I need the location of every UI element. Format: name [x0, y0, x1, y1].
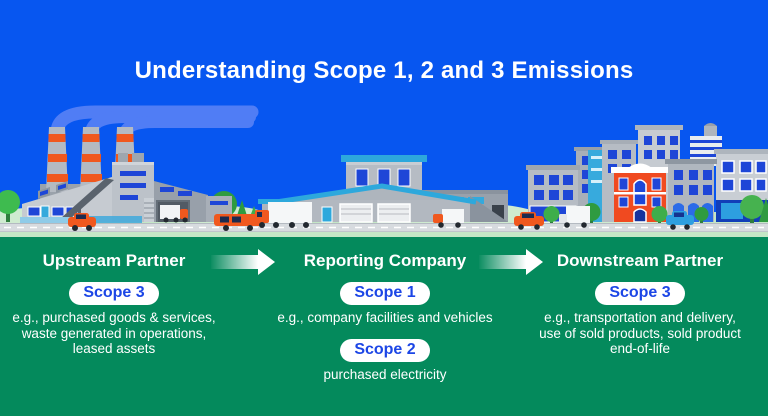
arrow-tail	[211, 255, 258, 269]
scope-description: purchased electricity	[323, 366, 447, 382]
flow-arrow-icon	[479, 249, 543, 275]
column-header: Upstream Partner	[42, 251, 186, 270]
city-skyline-icon	[526, 123, 768, 223]
scope-badge: Scope 1	[340, 282, 430, 305]
page-title: Understanding Scope 1, 2 and 3 Emissions	[134, 57, 634, 84]
scope-badge: Scope 2	[340, 338, 430, 362]
scope-description: e.g., purchased goods & services, waste …	[12, 310, 216, 356]
vehicles	[68, 202, 694, 231]
arrow-tail	[479, 255, 526, 269]
truck-icon	[433, 209, 464, 228]
column-header: Downstream Partner	[556, 251, 724, 270]
emissions-scene-illustration	[0, 105, 768, 237]
column-header: Reporting Company	[303, 251, 467, 270]
garage-door-icon	[339, 203, 411, 223]
flow-arrow-icon	[211, 249, 275, 275]
road	[0, 223, 768, 237]
upstream-partner-column: Upstream Partner Scope 3 e.g., purchased…	[4, 251, 224, 357]
scope-badge: Scope 3	[595, 282, 685, 305]
water-tower-icon	[704, 123, 717, 136]
orange-building-icon	[611, 163, 669, 223]
scope-badge: Scope 3	[69, 282, 159, 305]
truck-icon	[255, 202, 312, 228]
reporting-company-column: Reporting Company Scope 1 e.g., company …	[274, 251, 496, 382]
street-trees	[543, 195, 768, 224]
truck-icon	[559, 206, 590, 228]
scope-description: e.g., company facilities and vehicles	[277, 310, 493, 325]
car-icon	[514, 212, 544, 230]
arrow-head	[258, 249, 275, 275]
downstream-partner-column: Downstream Partner Scope 3 e.g., transpo…	[527, 251, 753, 357]
scope-description: e.g., transportation and delivery, use o…	[539, 310, 741, 356]
dock-truck-icon	[160, 205, 188, 223]
factory-icon	[20, 127, 232, 226]
scopes-panel	[0, 237, 768, 416]
car-icon	[68, 213, 96, 231]
car-icon	[666, 211, 694, 230]
van-icon	[214, 214, 262, 231]
arrow-head	[526, 249, 543, 275]
